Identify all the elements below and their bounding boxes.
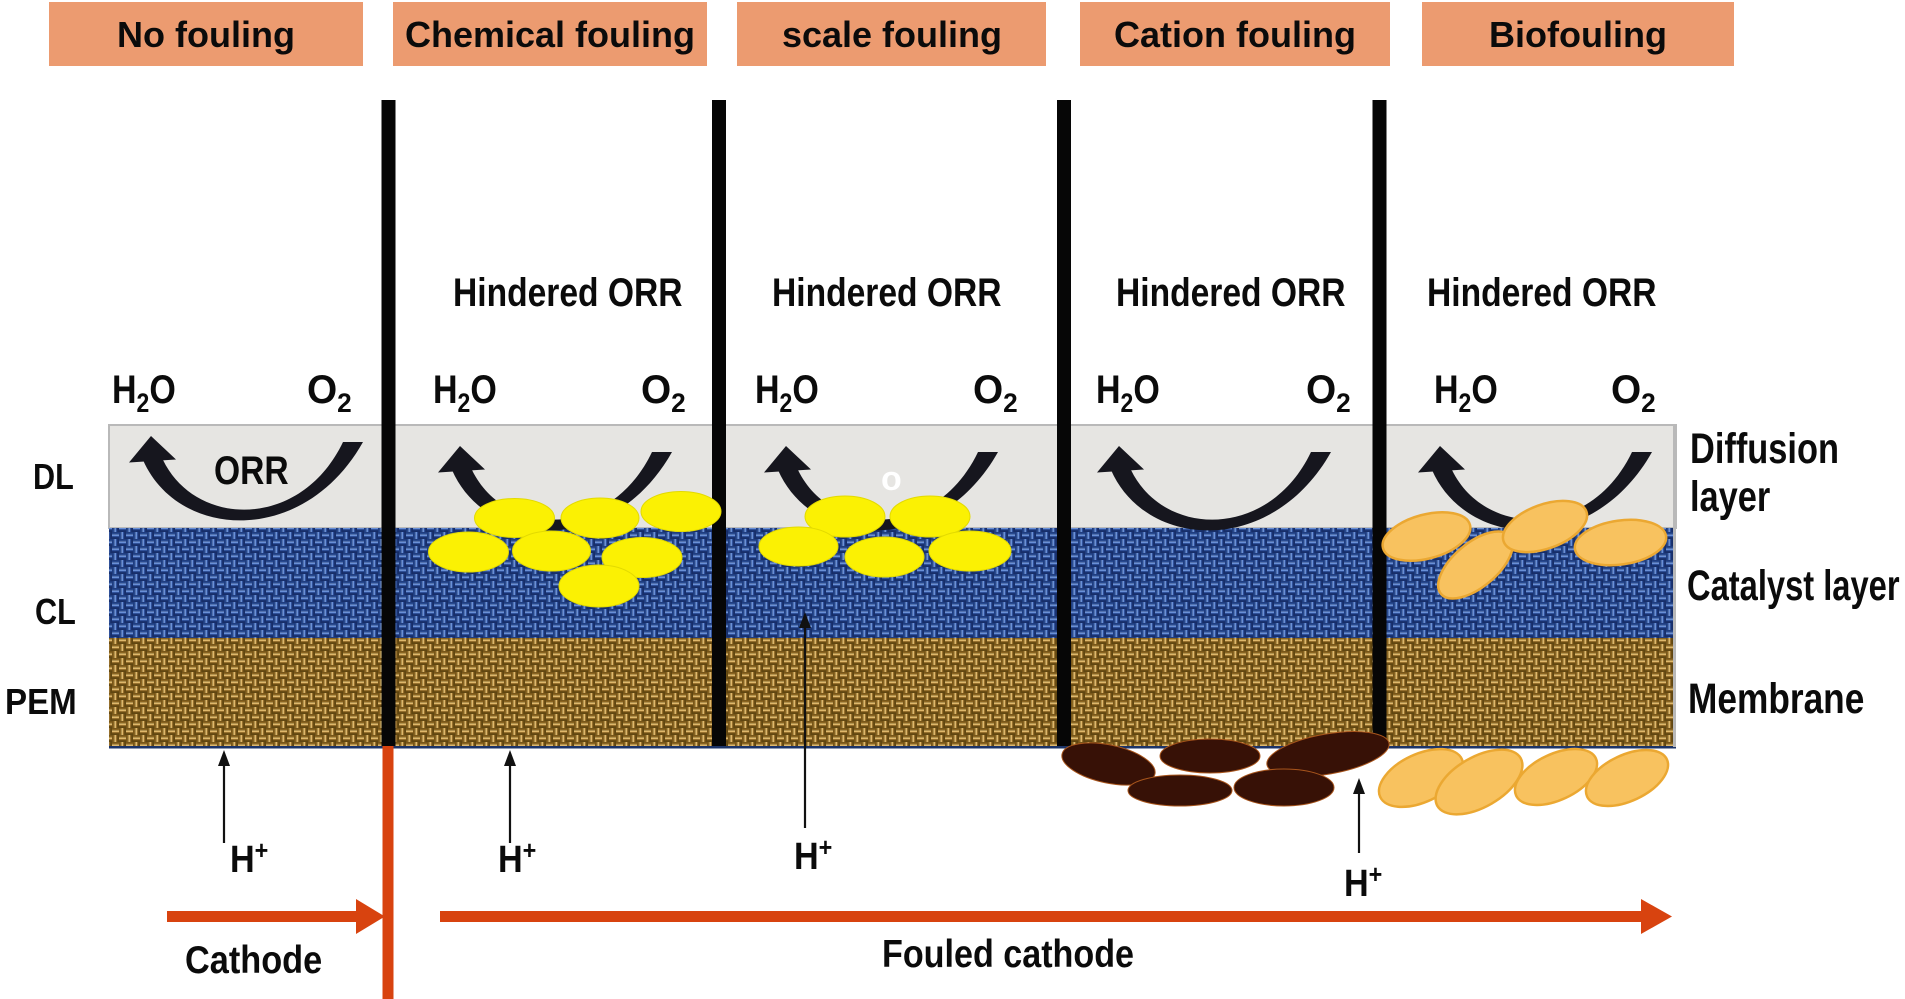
svg-text:Chemical fouling: Chemical fouling (405, 14, 695, 55)
svg-text:o: o (881, 460, 902, 498)
svg-text:O2: O2 (973, 367, 1018, 418)
svg-text:Hindered ORR: Hindered ORR (1427, 270, 1657, 314)
svg-text:ORR: ORR (214, 448, 289, 492)
svg-text:Catalyst layer: Catalyst layer (1687, 562, 1900, 610)
svg-text:PEM: PEM (5, 683, 77, 723)
svg-text:H2O: H2O (1434, 366, 1498, 418)
svg-text:CL: CL (35, 593, 76, 633)
svg-text:DL: DL (33, 458, 74, 498)
svg-text:layer: layer (1690, 473, 1770, 520)
svg-text:Diffusion: Diffusion (1690, 425, 1839, 472)
svg-text:Hindered ORR: Hindered ORR (772, 270, 1002, 314)
svg-text:No fouling: No fouling (117, 14, 295, 55)
svg-text:Cation fouling: Cation fouling (1114, 14, 1356, 55)
svg-text:Fouled cathode: Fouled cathode (882, 932, 1134, 976)
svg-text:H2O: H2O (433, 366, 497, 418)
svg-text:Membrane: Membrane (1688, 675, 1864, 723)
svg-text:H2O: H2O (112, 366, 176, 418)
svg-text:scale fouling: scale fouling (782, 14, 1002, 55)
svg-text:Cathode: Cathode (185, 938, 322, 982)
svg-text:Hindered ORR: Hindered ORR (1116, 270, 1346, 314)
svg-text:Hindered ORR: Hindered ORR (453, 270, 683, 314)
svg-text:Biofouling: Biofouling (1489, 14, 1667, 55)
